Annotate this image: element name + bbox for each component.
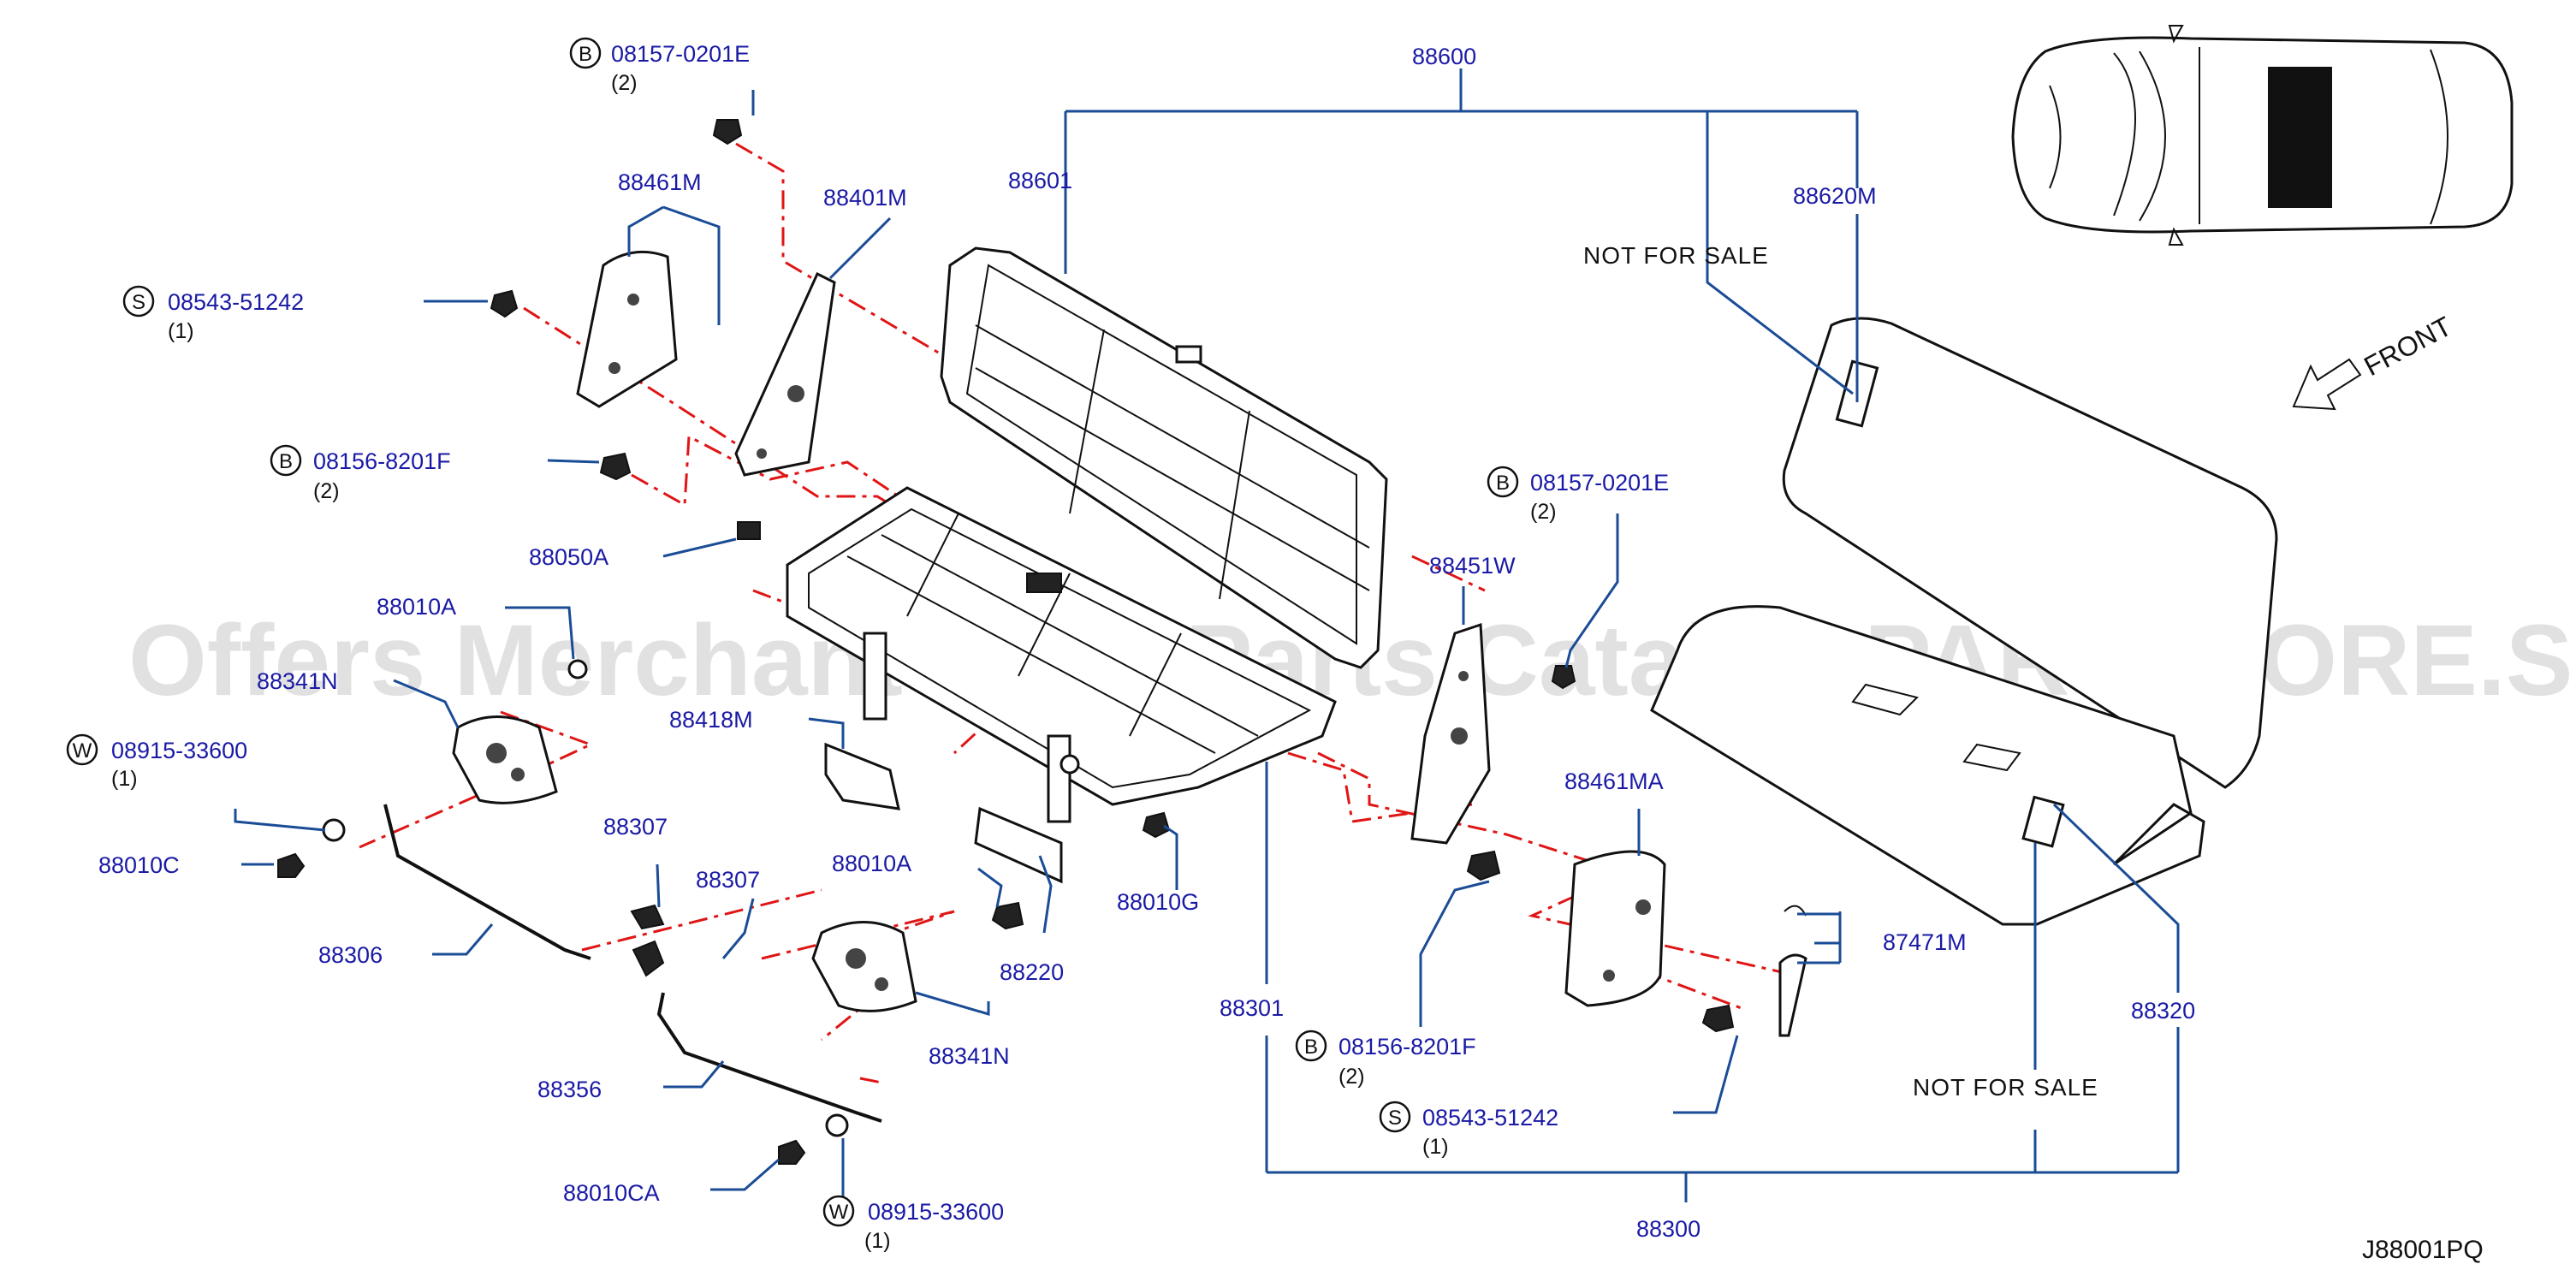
seat-cushion-pad: [1650, 317, 2278, 926]
right-hinge-bracket: [1410, 622, 1666, 1007]
seat-back-frame: [940, 246, 1388, 669]
lock-actuator-top: [452, 715, 558, 804]
callout-88451W: 88451W: [1429, 553, 1516, 579]
fastener-quantity: (1): [111, 767, 138, 791]
callout-labels: 88600 88601 88620M 88401M 88461M 88050A …: [98, 44, 2195, 1242]
callout-88306: 88306: [318, 942, 383, 968]
fastener-callout-6: B 08156-8201F (2): [1295, 1030, 1476, 1089]
fastener-callout-8: W 08915-33600 (1): [822, 1195, 1004, 1253]
callout-88461M: 88461M: [618, 169, 702, 195]
fastener-letter: B: [579, 43, 592, 66]
rod-88356: [656, 992, 882, 1123]
fastener-letter: S: [1388, 1107, 1402, 1130]
fastener-part-number: 08157-0201E: [1530, 470, 1669, 496]
callout-88010CA: 88010CA: [563, 1180, 660, 1206]
fastener-part-number: 08156-8201F: [313, 448, 451, 474]
fastener-callout-4: W 08915-33600 (1): [66, 733, 247, 791]
fastener-letter: S: [132, 291, 145, 314]
callout-88341N: 88341N: [929, 1043, 1010, 1069]
seat-cushion-frame: [786, 486, 1337, 823]
fastener-part-number: 08915-33600: [868, 1199, 1004, 1225]
fastener-callout-5: B 08157-0201E (2): [1487, 466, 1669, 524]
fastener-letter: W: [73, 739, 92, 763]
callout-88461MA: 88461MA: [1564, 769, 1664, 794]
callout-88010G: 88010G: [1117, 889, 1199, 915]
fastener-quantity: (1): [1422, 1135, 1449, 1159]
left-hinge-88401M: [734, 271, 836, 477]
callout-87471M: 87471M: [1883, 929, 1967, 955]
callout-88010A-mid: 88010A: [832, 851, 911, 876]
callout-88220: 88220: [1000, 959, 1064, 985]
fastener-part-number: 08543-51242: [1422, 1105, 1558, 1131]
fastener-icons: [277, 119, 1735, 1165]
fastener-quantity: (1): [864, 1229, 891, 1253]
callout-88307-a: 88307: [603, 814, 668, 840]
callout-88320: 88320: [2131, 998, 2195, 1024]
fastener-part-number: 08157-0201E: [611, 41, 750, 67]
fastener-quantity: (2): [1530, 500, 1557, 524]
fastener-letter: B: [1304, 1036, 1318, 1059]
fastener-callout-2: S 08543-51242 (1): [122, 285, 304, 343]
fastener-quantity: (2): [1338, 1065, 1365, 1089]
callout-88401M: 88401M: [823, 185, 907, 211]
fastener-quantity: (2): [611, 71, 638, 95]
callout-88307-b: 88307: [696, 867, 760, 893]
cover-88220: [974, 806, 1063, 884]
fastener-quantity: (1): [168, 319, 194, 343]
leader-lines: [234, 68, 2180, 1207]
fastener-letter: B: [279, 450, 293, 473]
lock-pin-87471M: [1778, 905, 1807, 1037]
fastener-callout-3: B 08156-8201F (2): [270, 444, 451, 503]
front-label: FRONT: [2359, 311, 2456, 383]
callout-88050A: 88050A: [529, 544, 608, 570]
fastener-part-number: 08543-51242: [168, 289, 304, 315]
fastener-letter: B: [1496, 472, 1510, 495]
not-for-sale-label-top: NOT FOR SALE: [1583, 242, 1769, 269]
release-handle-88418M: [824, 742, 900, 810]
vehicle-top-view-icon: [2011, 25, 2514, 246]
lock-actuator-bottom: [811, 921, 917, 1012]
callout-88300: 88300: [1636, 1216, 1701, 1242]
callout-88620M: 88620M: [1793, 183, 1877, 209]
diagram-code: J88001PQ: [2362, 1236, 2484, 1264]
callout-88600: 88600: [1412, 44, 1476, 69]
callout-88601: 88601: [1008, 168, 1072, 193]
fastener-part-number: 08915-33600: [111, 738, 247, 763]
fastener-letter: W: [829, 1201, 849, 1224]
callout-88356: 88356: [537, 1077, 602, 1102]
not-for-sale-label-bottom: NOT FOR SALE: [1913, 1074, 2098, 1101]
fastener-quantity: (2): [313, 479, 340, 503]
rod-88306: [383, 804, 591, 960]
callout-88010A-top: 88010A: [377, 594, 456, 620]
fastener-callout-1: B 08157-0201E (2): [569, 37, 750, 95]
fastener-part-number: 08156-8201F: [1338, 1034, 1476, 1059]
callout-88418M: 88418M: [669, 707, 753, 733]
left-hinge-plate-88461M: [576, 250, 678, 408]
callout-88301: 88301: [1220, 995, 1284, 1021]
fastener-callout-7: S 08543-51242 (1): [1379, 1101, 1558, 1159]
front-arrow-icon: FRONT: [2292, 311, 2457, 411]
callout-88341N-top: 88341N: [257, 668, 338, 694]
callout-88010C: 88010C: [98, 852, 180, 878]
